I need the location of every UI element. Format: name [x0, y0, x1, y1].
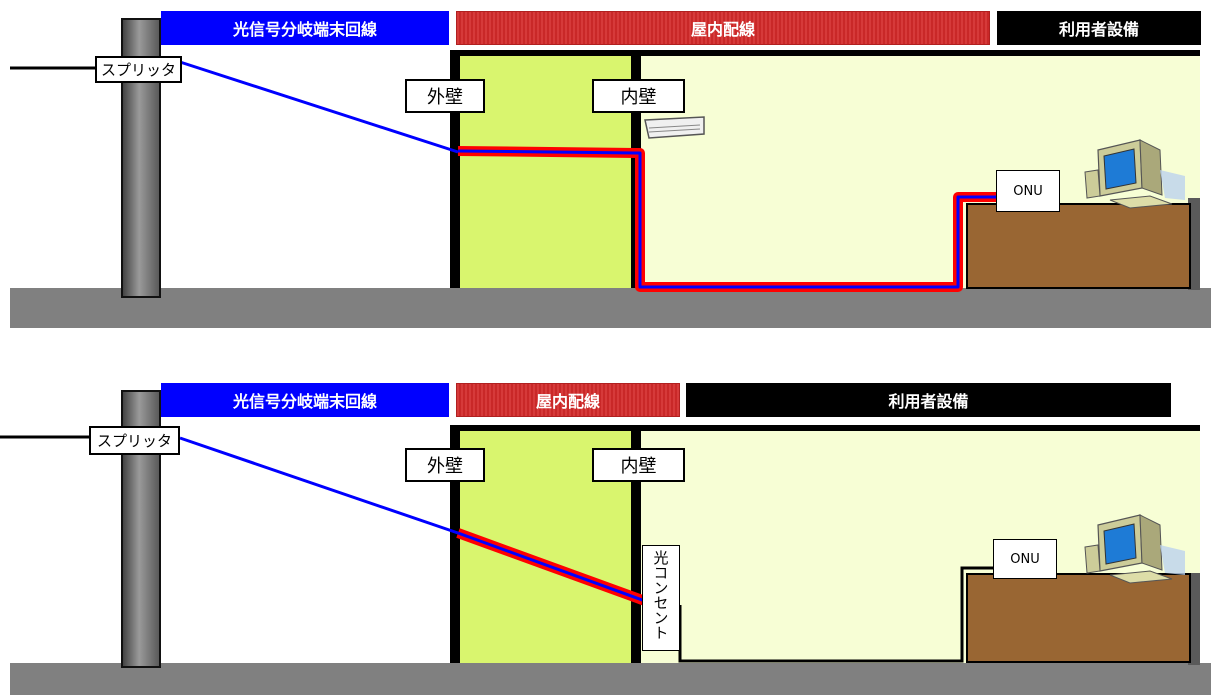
outer-wall-label: 外壁	[405, 448, 485, 482]
splitter-label: スプリッタ	[89, 426, 180, 455]
optical-outlet-icon: 光コンセント	[642, 545, 680, 651]
band-user-equipment: 利用者設備	[997, 11, 1201, 45]
band-indoor-wiring-label: 屋内配線	[535, 392, 600, 411]
onu-label: ONU	[993, 539, 1057, 579]
desk-shadow	[1188, 573, 1200, 665]
band-indoor-wiring: 屋内配線	[456, 11, 990, 45]
fiber-indoor	[457, 149, 997, 289]
air-conditioner-icon	[644, 116, 705, 139]
fiber-outdoor	[179, 436, 459, 535]
outer-wall	[450, 425, 460, 667]
ground	[10, 288, 1211, 328]
band-user-equipment: 利用者設備	[686, 383, 1171, 417]
optical-outlet-label: 光コンセント	[651, 550, 670, 640]
band-optical-line-label: 光信号分岐端末回線	[232, 392, 377, 411]
computer-icon	[1084, 139, 1185, 209]
ceiling-line	[450, 50, 1200, 56]
splitter-label: スプリッタ	[95, 56, 182, 83]
band-optical-line: 光信号分岐端末回線	[161, 11, 449, 45]
band-optical-line-label: 光信号分岐端末回線	[232, 20, 377, 39]
band-indoor-wiring: 屋内配線	[456, 383, 680, 417]
band-indoor-wiring-label: 屋内配線	[690, 20, 755, 39]
diagram-bottom: 光信号分岐端末回線 屋内配線 利用者設備 光コンセント スプリッタ 外壁 内壁 …	[0, 375, 1211, 695]
ground	[10, 663, 1211, 695]
band-user-equipment-label: 利用者設備	[888, 392, 969, 411]
fiber-indoor	[457, 531, 646, 603]
desk	[966, 203, 1191, 289]
computer-icon	[1084, 514, 1185, 584]
diagram-top: 光信号分岐端末回線 屋内配線 利用者設備 スプリッタ 外壁 内壁 ONU	[0, 0, 1211, 335]
ceiling-line	[450, 425, 1200, 431]
inner-wall-label: 内壁	[592, 79, 685, 113]
band-user-equipment-label: 利用者設備	[1058, 20, 1139, 39]
inner-wall-label: 内壁	[592, 448, 685, 482]
desk	[966, 573, 1191, 663]
indoor-cable-sheath	[457, 146, 997, 292]
desk-shadow	[1188, 198, 1200, 290]
wiring-top	[10, 60, 1185, 292]
inner-wall	[631, 425, 641, 667]
band-optical-line: 光信号分岐端末回線	[161, 383, 449, 417]
onu-label: ONU	[996, 170, 1060, 212]
outer-wall-label: 外壁	[405, 79, 485, 113]
wiring-bottom	[0, 435, 1185, 663]
fiber-outdoor	[179, 60, 459, 154]
user-cable	[678, 566, 996, 663]
outer-wall	[450, 50, 460, 292]
